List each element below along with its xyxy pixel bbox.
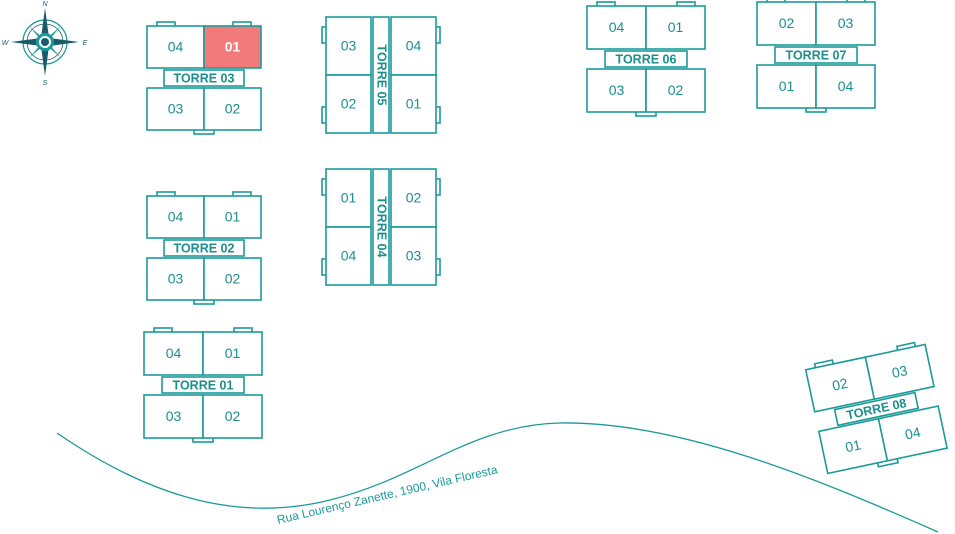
unit-t02-03-label: 03	[168, 271, 184, 287]
unit-t06-04[interactable]: 04	[586, 5, 647, 50]
unit-t03-04[interactable]: 04	[146, 25, 205, 69]
unit-t02-03[interactable]: 03	[146, 257, 205, 301]
svg-text:TORRE 06: TORRE 06	[616, 52, 677, 66]
unit-t05-03-label: 03	[341, 38, 357, 54]
unit-t01-02-label: 02	[225, 408, 241, 424]
unit-t01-01-label: 01	[225, 345, 241, 361]
unit-t03-03[interactable]: 03	[146, 87, 205, 131]
compass-east: E	[83, 40, 88, 47]
unit-t08-04[interactable]: 04	[877, 405, 949, 462]
unit-t06-02-label: 02	[668, 82, 684, 98]
svg-text:TORRE 01: TORRE 01	[173, 378, 234, 392]
unit-t05-02[interactable]: 02	[325, 74, 372, 134]
unit-t06-03-label: 03	[609, 82, 625, 98]
compass-west: W	[2, 40, 10, 47]
unit-t07-02[interactable]: 02	[756, 1, 817, 46]
unit-t07-03[interactable]: 03	[815, 1, 876, 46]
unit-t07-04-label: 04	[838, 78, 854, 94]
svg-text:TORRE 05: TORRE 05	[375, 45, 389, 106]
unit-t08-03[interactable]: 03	[864, 343, 935, 401]
unit-t01-02[interactable]: 02	[202, 394, 263, 439]
tower-label-t04: TORRE 04	[372, 168, 390, 286]
tower-label-t06: TORRE 06	[604, 50, 688, 68]
unit-t04-01-label: 01	[341, 190, 357, 206]
unit-t07-04[interactable]: 04	[815, 64, 876, 109]
unit-t05-04-label: 04	[406, 38, 422, 54]
unit-t05-01-label: 01	[406, 96, 422, 112]
unit-t02-01[interactable]: 01	[203, 195, 262, 239]
unit-t05-02-label: 02	[341, 96, 357, 112]
tower-label-t02: TORRE 02	[163, 239, 245, 257]
svg-text:TORRE 03: TORRE 03	[174, 71, 235, 85]
unit-t01-03[interactable]: 03	[143, 394, 204, 439]
compass-south: S	[43, 80, 48, 87]
unit-t03-04-label: 04	[168, 39, 184, 55]
unit-t03-02[interactable]: 02	[203, 87, 262, 131]
unit-t05-04[interactable]: 04	[390, 16, 437, 76]
unit-t04-03-label: 03	[406, 248, 422, 264]
unit-t07-02-label: 02	[779, 15, 795, 31]
tower-label-t07: TORRE 07	[774, 46, 858, 64]
unit-t04-01[interactable]: 01	[325, 168, 372, 228]
svg-text:TORRE 02: TORRE 02	[174, 241, 235, 255]
compass-north: N	[42, 1, 48, 8]
svg-text:TORRE 04: TORRE 04	[375, 197, 389, 258]
unit-t02-01-label: 01	[225, 209, 241, 225]
tower-label-t03: TORRE 03	[163, 69, 245, 87]
unit-t07-01[interactable]: 01	[756, 64, 817, 109]
unit-t08-02-label: 02	[831, 375, 850, 394]
unit-t03-01[interactable]: 01	[203, 25, 262, 69]
unit-t08-01-label: 01	[844, 436, 863, 455]
tower-t05: 03 04 TORRE 05 02 01	[321, 16, 441, 134]
unit-t02-02[interactable]: 02	[203, 257, 262, 301]
unit-t01-03-label: 03	[166, 408, 182, 424]
street-line	[56, 422, 939, 533]
unit-t06-01-label: 01	[668, 19, 684, 35]
unit-t04-02-label: 02	[406, 190, 422, 206]
unit-t08-03-label: 03	[890, 362, 909, 381]
unit-t06-03[interactable]: 03	[586, 68, 647, 113]
tower-label-t05: TORRE 05	[372, 16, 390, 134]
unit-t03-03-label: 03	[168, 101, 184, 117]
unit-t01-04[interactable]: 04	[143, 331, 204, 376]
tower-label-t01: TORRE 01	[161, 376, 245, 394]
unit-t02-04-label: 04	[168, 209, 184, 225]
unit-t01-01[interactable]: 01	[202, 331, 263, 376]
street-name: Rua Lourenço Zanette, 1900, Vila Florest…	[276, 462, 500, 527]
unit-t08-04-label: 04	[903, 424, 922, 443]
unit-t04-02[interactable]: 02	[390, 168, 437, 228]
unit-t07-01-label: 01	[779, 78, 795, 94]
unit-t02-04[interactable]: 04	[146, 195, 205, 239]
unit-t02-02-label: 02	[225, 271, 241, 287]
unit-t05-03[interactable]: 03	[325, 16, 372, 76]
unit-t04-03[interactable]: 03	[390, 226, 437, 286]
unit-t06-01[interactable]: 01	[645, 5, 706, 50]
compass-rose-icon: N S E W	[2, 1, 88, 87]
unit-t07-03-label: 03	[838, 15, 854, 31]
unit-t06-04-label: 04	[609, 19, 625, 35]
unit-t06-02[interactable]: 02	[645, 68, 706, 113]
unit-t04-04-label: 04	[341, 248, 357, 264]
unit-t05-01[interactable]: 01	[390, 74, 437, 134]
unit-t08-02[interactable]: 02	[804, 356, 876, 413]
unit-t03-02-label: 02	[225, 101, 241, 117]
svg-text:TORRE 07: TORRE 07	[786, 48, 847, 62]
unit-t04-04[interactable]: 04	[325, 226, 372, 286]
unit-t03-01-label: 01	[225, 39, 241, 55]
unit-t01-04-label: 04	[166, 345, 182, 361]
unit-t08-01[interactable]: 01	[817, 417, 889, 475]
tower-t04: 01 02 TORRE 04 04 03	[321, 168, 441, 286]
